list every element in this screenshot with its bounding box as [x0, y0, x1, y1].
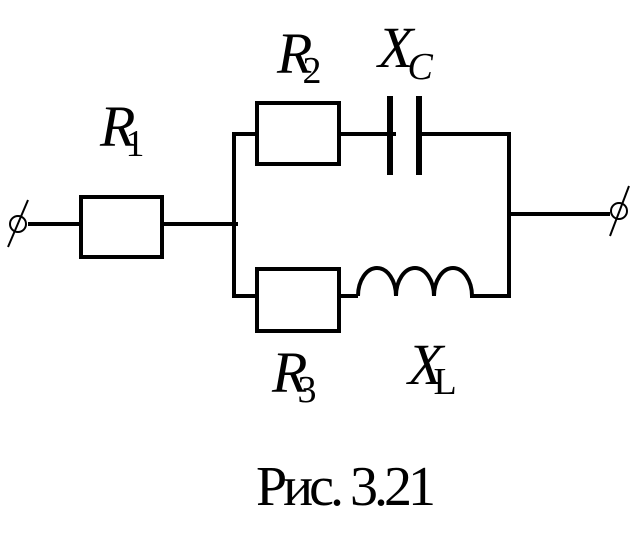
- label-xl: XL: [406, 332, 457, 403]
- inductor-xl: [356, 266, 474, 297]
- wires: [28, 132, 610, 298]
- resistor-r2: [255, 101, 341, 166]
- terminal-left: [7, 199, 29, 248]
- capacitor-xc: [387, 96, 422, 175]
- label-r3: R3: [271, 340, 316, 411]
- label-xc: XC: [376, 15, 433, 88]
- label-r2: R2: [276, 21, 321, 92]
- terminal-right: [609, 185, 630, 237]
- figure-caption: Рис. 3.21: [256, 456, 433, 518]
- resistor-r3: [255, 267, 341, 333]
- resistor-r1: [79, 195, 164, 259]
- label-r1: R1: [99, 94, 144, 165]
